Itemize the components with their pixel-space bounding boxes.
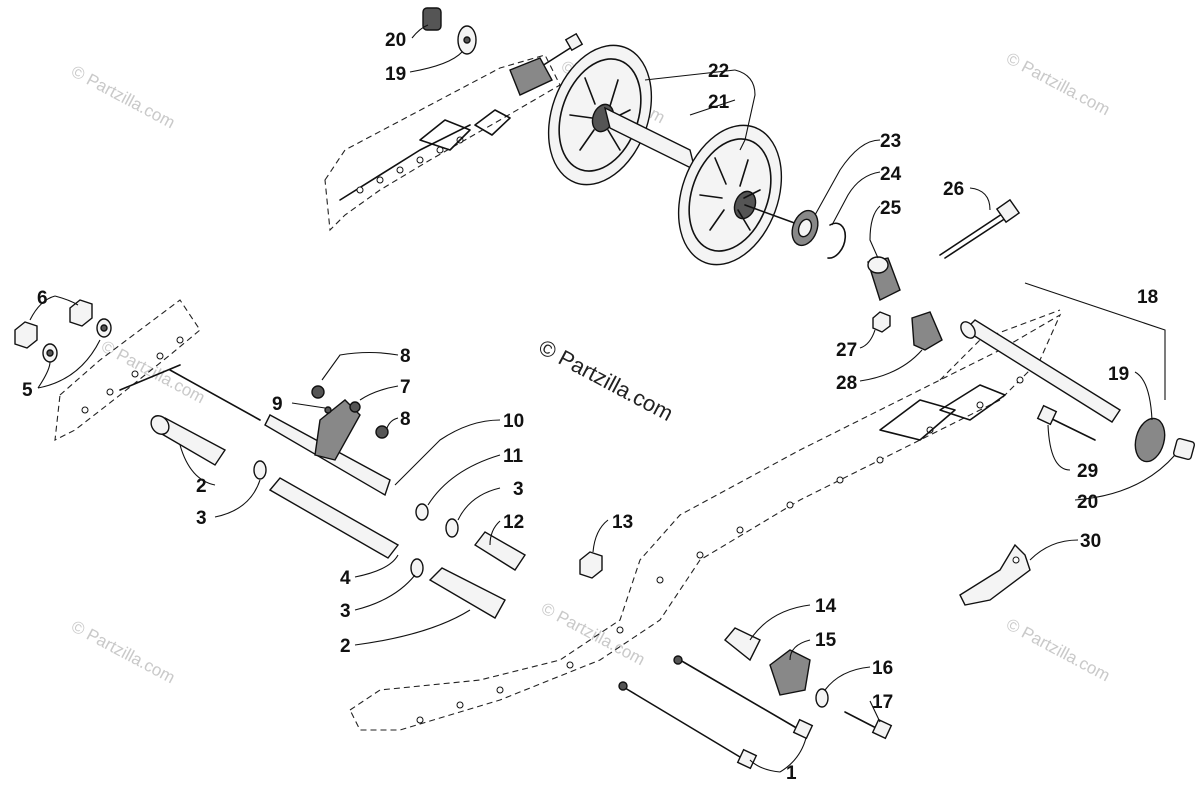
rear-axle-assembly [960, 282, 1196, 463]
callout-16: 16 [872, 658, 893, 679]
callout-18: 18 [1137, 287, 1158, 308]
callout-2-upper: 2 [196, 476, 207, 497]
left-nuts-and-washers [14, 299, 261, 421]
nut-13 [579, 551, 603, 579]
callout-14: 14 [815, 596, 837, 617]
callout-9: 9 [272, 394, 283, 415]
shock-mount-lower [724, 627, 893, 740]
long-bolts-1 [618, 655, 814, 770]
watermark-bottom-center: © Partzilla.com [538, 599, 648, 670]
left-rail-section [54, 299, 201, 441]
upper-rail-section [324, 54, 561, 232]
callout-21: 21 [708, 92, 730, 113]
callout-29: 29 [1077, 461, 1098, 482]
callout-19-right: 19 [1108, 364, 1129, 385]
callout-3-lower: 3 [340, 601, 351, 622]
callout-22: 22 [708, 61, 729, 82]
callout-5: 5 [22, 380, 33, 401]
callout-25: 25 [880, 198, 902, 219]
callout-27: 27 [836, 340, 857, 361]
callout-17: 17 [872, 692, 893, 713]
block-28-and-nut-27 [872, 311, 943, 351]
watermark-center: © Partzilla.com [535, 334, 678, 426]
callout-8-lower: 8 [400, 409, 411, 430]
callout-30: 30 [1080, 531, 1101, 552]
bolt-29 [1036, 404, 1096, 441]
long-bolt-26 [939, 198, 1021, 259]
callout-10: 10 [503, 411, 524, 432]
watermark-top-left: © Partzilla.com [68, 62, 178, 133]
callout-3-left: 3 [196, 508, 207, 529]
callout-23: 23 [880, 131, 901, 152]
leader-lines [29, 24, 1176, 773]
callout-11: 11 [503, 446, 524, 467]
callout-15: 15 [815, 630, 837, 651]
right-rail [349, 309, 1062, 731]
callout-labels: 20 19 22 21 23 24 25 26 18 6 5 27 28 19 … [22, 30, 1158, 784]
callout-20-right: 20 [1077, 492, 1098, 513]
callout-28: 28 [836, 373, 857, 394]
callout-6: 6 [37, 288, 48, 309]
callout-20-upper: 20 [385, 30, 406, 51]
watermark-middle-left: © Partzilla.com [98, 337, 208, 408]
bracket-30 [959, 543, 1031, 606]
callout-12: 12 [503, 512, 524, 533]
watermark-bottom-left: © Partzilla.com [68, 617, 178, 688]
callout-2-lower: 2 [340, 636, 351, 657]
pivot-arm-assembly [264, 385, 391, 497]
left-spacers [150, 415, 506, 619]
callout-4: 4 [340, 568, 351, 589]
callout-24: 24 [880, 164, 902, 185]
callout-7: 7 [400, 377, 411, 398]
upper-adjuster-bolt [509, 32, 584, 96]
upper-cap-and-washer [422, 7, 477, 55]
callout-26: 26 [943, 179, 964, 200]
callout-3-middle: 3 [513, 479, 524, 500]
watermark-bottom-right: © Partzilla.com [1003, 615, 1113, 686]
watermark-top-right: © Partzilla.com [1003, 49, 1113, 120]
callout-1: 1 [786, 763, 797, 784]
callout-8-upper: 8 [400, 346, 411, 367]
callout-19-upper: 19 [385, 64, 406, 85]
middle-spacers [415, 503, 526, 571]
callout-13: 13 [612, 512, 633, 533]
idler-wheel-assembly [547, 44, 801, 266]
bearing-and-retainer [791, 209, 901, 301]
